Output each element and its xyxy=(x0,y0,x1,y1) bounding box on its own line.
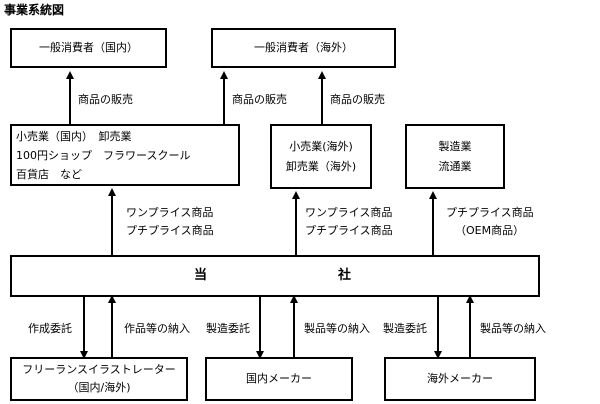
label-products-3b: （OEM商品） xyxy=(455,224,525,237)
box-consumer-domestic: 一般消費者（国内） xyxy=(10,28,167,68)
label-deliver-mfg2: 製品等の納入 xyxy=(480,322,546,335)
label-commission-mfg2: 製造委託 xyxy=(383,322,427,335)
box-company: 当 社 xyxy=(10,255,540,297)
label-sales-1: 商品の販売 xyxy=(78,93,133,106)
company-char-1: 当 xyxy=(194,268,208,283)
label-deliver-art: 作品等の納入 xyxy=(124,322,190,335)
label-sales-3: 商品の販売 xyxy=(330,93,385,106)
label-commission-mfg1: 製造委託 xyxy=(206,322,250,335)
freelance-line-1: フリーランスイラストレーター xyxy=(22,363,176,376)
label-sales-2: 商品の販売 xyxy=(232,93,287,106)
label-products-1b: プチプライス商品 xyxy=(126,224,214,237)
consumer-overseas-label: 一般消費者（海外） xyxy=(254,41,353,54)
retail-domestic-line-2: 100円ショップ フラワースクール xyxy=(16,149,191,162)
retail-domestic-line-3: 百貨店 など xyxy=(16,168,82,181)
domestic-maker-label: 国内メーカー xyxy=(246,372,312,385)
box-domestic-maker: 国内メーカー xyxy=(205,357,353,401)
freelance-line-2: （国内/海外) xyxy=(67,381,131,394)
manufacturing-line-2: 流通業 xyxy=(438,159,472,173)
label-products-3a: プチプライス商品 xyxy=(446,206,534,219)
manufacturing-line-1: 製造業 xyxy=(438,139,472,153)
consumer-domestic-label: 一般消費者（国内） xyxy=(39,41,138,54)
box-manufacturing: 製造業 流通業 xyxy=(405,124,505,189)
label-products-2a: ワンプライス商品 xyxy=(305,206,393,219)
label-products-1a: ワンプライス商品 xyxy=(126,206,214,219)
diagram-title: 事業系統図 xyxy=(4,3,65,17)
box-freelance: フリーランスイラストレーター （国内/海外) xyxy=(10,357,188,401)
box-retail-overseas: 小売業(海外) 卸売業（海外) xyxy=(270,124,372,189)
company-char-2: 社 xyxy=(338,268,352,283)
retail-overseas-line-1: 小売業(海外) xyxy=(289,139,353,153)
retail-domestic-line-1: 小売業（国内） 卸売業 xyxy=(16,130,132,143)
label-products-2b: プチプライス商品 xyxy=(305,224,393,237)
label-commission-art: 作成委託 xyxy=(28,322,72,335)
retail-overseas-line-2: 卸売業（海外) xyxy=(285,159,357,173)
box-consumer-overseas: 一般消費者（海外） xyxy=(211,28,396,68)
overseas-maker-label: 海外メーカー xyxy=(427,372,493,385)
box-overseas-maker: 海外メーカー xyxy=(384,357,536,401)
box-retail-domestic: 小売業（国内） 卸売業 100円ショップ フラワースクール 百貨店 など xyxy=(10,124,240,186)
label-deliver-mfg1: 製品等の納入 xyxy=(304,322,370,335)
